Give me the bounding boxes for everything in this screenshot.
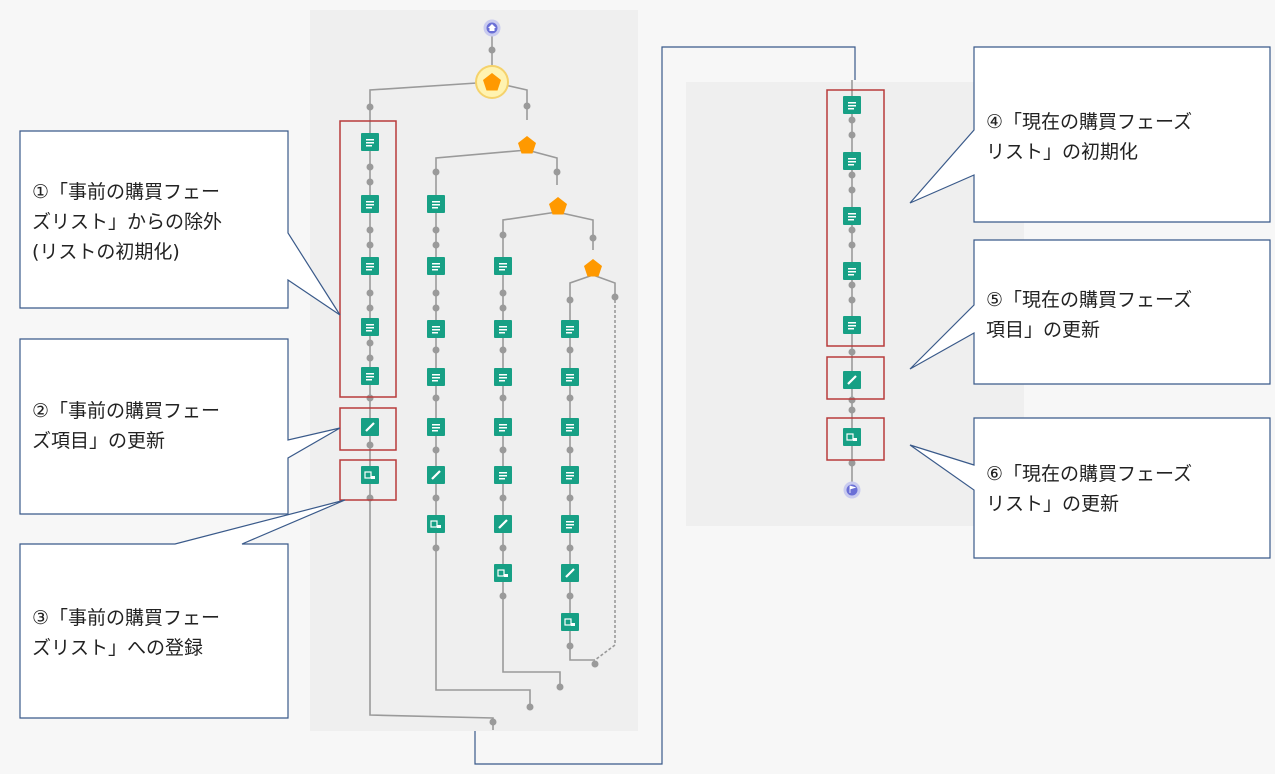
assignment-node[interactable] [843,207,861,225]
create-record-node[interactable] [494,564,512,582]
assignment-node[interactable] [427,195,445,213]
assignment-node[interactable] [361,195,379,213]
create-record-node[interactable] [561,613,579,631]
callout-5-text: ⑤「現在の購買フェーズ 項目」の更新 [986,289,1193,341]
assignment-node[interactable] [494,418,512,436]
right-flow-dots [848,116,856,467]
left-highlight-boxes [339,120,397,501]
decision-node[interactable] [549,197,567,215]
assignment-node[interactable] [494,466,512,484]
update-record-node[interactable] [361,418,379,436]
end-node[interactable] [843,481,861,499]
flow-continuation-line [474,46,856,765]
assignment-node[interactable] [361,133,379,151]
update-record-node[interactable] [561,564,579,582]
update-record-node[interactable] [427,466,445,484]
assignment-node[interactable] [427,418,445,436]
callout-6-text: ⑥「現在の購買フェーズ リスト」の更新 [986,463,1193,515]
assignment-node[interactable] [843,152,861,170]
assignment-node[interactable] [427,257,445,275]
assignment-node[interactable] [494,320,512,338]
create-record-node[interactable] [427,515,445,533]
assignment-node[interactable] [361,318,379,336]
assignment-node[interactable] [561,368,579,386]
assignment-node[interactable] [494,257,512,275]
create-record-node[interactable] [843,428,861,446]
decision-node[interactable] [518,136,536,154]
create-record-node[interactable] [361,466,379,484]
callout-1-text: ①「事前の購買フェー ズリスト」からの除外 (リストの初期化) [32,181,223,263]
left-flow-dots [366,46,619,726]
assignment-node[interactable] [494,368,512,386]
assignment-node[interactable] [561,515,579,533]
assignment-node[interactable] [561,466,579,484]
decision-node[interactable] [584,259,602,277]
assignment-node[interactable] [843,262,861,280]
right-highlight-boxes [826,89,885,461]
start-node[interactable] [483,19,501,37]
assignment-node[interactable] [561,418,579,436]
assignment-node[interactable] [843,96,861,114]
assignment-node[interactable] [843,316,861,334]
callout-4-text: ④「現在の購買フェーズ リスト」の初期化 [986,111,1193,163]
flag-icon [849,485,857,493]
decision-node[interactable] [475,65,509,99]
assignment-node[interactable] [427,368,445,386]
assignment-node[interactable] [361,257,379,275]
callout-shapes [19,46,1271,719]
assignment-node[interactable] [427,320,445,338]
callout-2-text: ②「事前の購買フェー ズ項目」の更新 [32,400,221,452]
update-record-node[interactable] [494,515,512,533]
callout-3-text: ③「事前の購買フェー ズリスト」への登録 [32,607,221,659]
assignment-node[interactable] [361,367,379,385]
home-icon [488,24,496,31]
update-record-node[interactable] [843,371,861,389]
assignment-node[interactable] [561,320,579,338]
